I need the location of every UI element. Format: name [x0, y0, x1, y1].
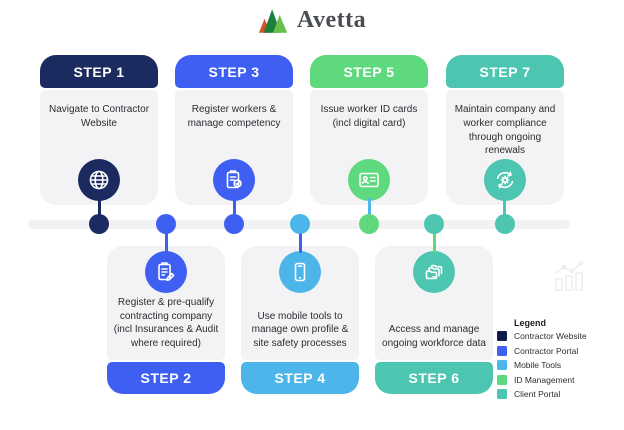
step-3-text: Register workers & manage competency [187, 104, 281, 129]
step-7-card: STEP 7 Maintain company and worker compl… [446, 55, 564, 205]
step-2-text: Register & pre-qualify contracting compa… [113, 296, 219, 350]
analytics-bars-icon [552, 257, 588, 298]
legend-item-mobile-tools: Mobile Tools [497, 360, 619, 370]
legend: Legend Contractor Website Contractor Por… [497, 318, 619, 404]
step-6-body: Access and manage ongoing workforce data [375, 246, 493, 360]
step-6-text: Access and manage ongoing workforce data [382, 324, 486, 350]
step-1-timeline-dot [89, 214, 109, 234]
step-4-header: STEP 4 [241, 362, 359, 394]
step-5-label: STEP 5 [343, 63, 395, 80]
step-5-connector [368, 198, 371, 224]
legend-item-id-management: ID Management [497, 374, 619, 385]
step-2-connector [165, 224, 168, 253]
avetta-logo: Avetta [0, 7, 624, 34]
step-5-body: Issue worker ID cards (incl digital card… [310, 90, 428, 205]
clipboard-pencil-icon [145, 251, 187, 293]
legend-swatch [497, 389, 507, 399]
step-4-connector [299, 224, 302, 253]
step-2-card: Register & pre-qualify contracting compa… [107, 246, 225, 394]
step-6-card: Access and manage ongoing workforce data… [375, 246, 493, 394]
step-2-timeline-dot [156, 214, 176, 234]
step-2-label: STEP 2 [140, 370, 192, 386]
legend-swatch [497, 345, 507, 356]
legend-item-client-portal: Client Portal [497, 389, 619, 399]
legend-item-contractor-portal: Contractor Portal [497, 345, 619, 356]
step-6-connector [433, 224, 436, 253]
step-3-label: STEP 3 [208, 63, 260, 80]
step-2-header: STEP 2 [107, 362, 225, 394]
step-7-header: STEP 7 [446, 55, 564, 88]
step-3-body: Register workers & manage competency [175, 90, 293, 205]
step-7-connector [503, 198, 506, 224]
step-4-timeline-dot [290, 214, 310, 234]
step-4-card: Use mobile tools to manage own profile &… [241, 246, 359, 394]
step-7-text: Maintain company and worker compliance t… [454, 104, 556, 157]
step-3-header: STEP 3 [175, 55, 293, 88]
smartphone-icon [279, 251, 321, 293]
step-7-label: STEP 7 [479, 63, 531, 80]
legend-title: Legend [514, 318, 547, 328]
step-7-timeline-dot [495, 214, 515, 234]
step-4-text: Use mobile tools to manage own profile &… [251, 310, 349, 350]
logo-wordmark: Avetta [296, 7, 367, 33]
gear-renewal-icon [484, 159, 526, 201]
step-5-card: STEP 5 Issue worker ID cards (incl digit… [310, 55, 428, 205]
avetta-mountains-icon [258, 9, 288, 33]
step-3-connector [233, 198, 236, 224]
step-1-card: STEP 1 Navigate to Contractor Website [40, 55, 158, 205]
step-5-header: STEP 5 [310, 55, 428, 88]
step-1-body: Navigate to Contractor Website [40, 90, 158, 205]
step-1-connector [98, 198, 101, 224]
step-2-body: Register & pre-qualify contracting compa… [107, 246, 225, 360]
step-6-label: STEP 6 [408, 370, 460, 386]
legend-swatch [497, 374, 507, 385]
legend-swatch [497, 331, 507, 341]
clipboard-check-icon [213, 159, 255, 201]
folders-icon [413, 251, 455, 293]
step-1-label: STEP 1 [73, 63, 125, 80]
step-5-timeline-dot [359, 214, 379, 234]
step-3-card: STEP 3 Register workers & manage compete… [175, 55, 293, 205]
step-5-text: Issue worker ID cards (incl digital card… [320, 104, 418, 129]
step-1-text: Navigate to Contractor Website [48, 104, 150, 129]
globe-icon [78, 159, 120, 201]
step-3-timeline-dot [224, 214, 244, 234]
step-6-timeline-dot [424, 214, 444, 234]
step-4-label: STEP 4 [274, 370, 326, 386]
step-1-header: STEP 1 [40, 55, 158, 88]
step-6-header: STEP 6 [375, 362, 493, 394]
legend-item-contractor-website: Contractor Website [497, 331, 619, 341]
step-4-body: Use mobile tools to manage own profile &… [241, 246, 359, 360]
id-card-icon [348, 159, 390, 201]
legend-swatch [497, 360, 507, 370]
step-7-body: Maintain company and worker compliance t… [446, 90, 564, 205]
